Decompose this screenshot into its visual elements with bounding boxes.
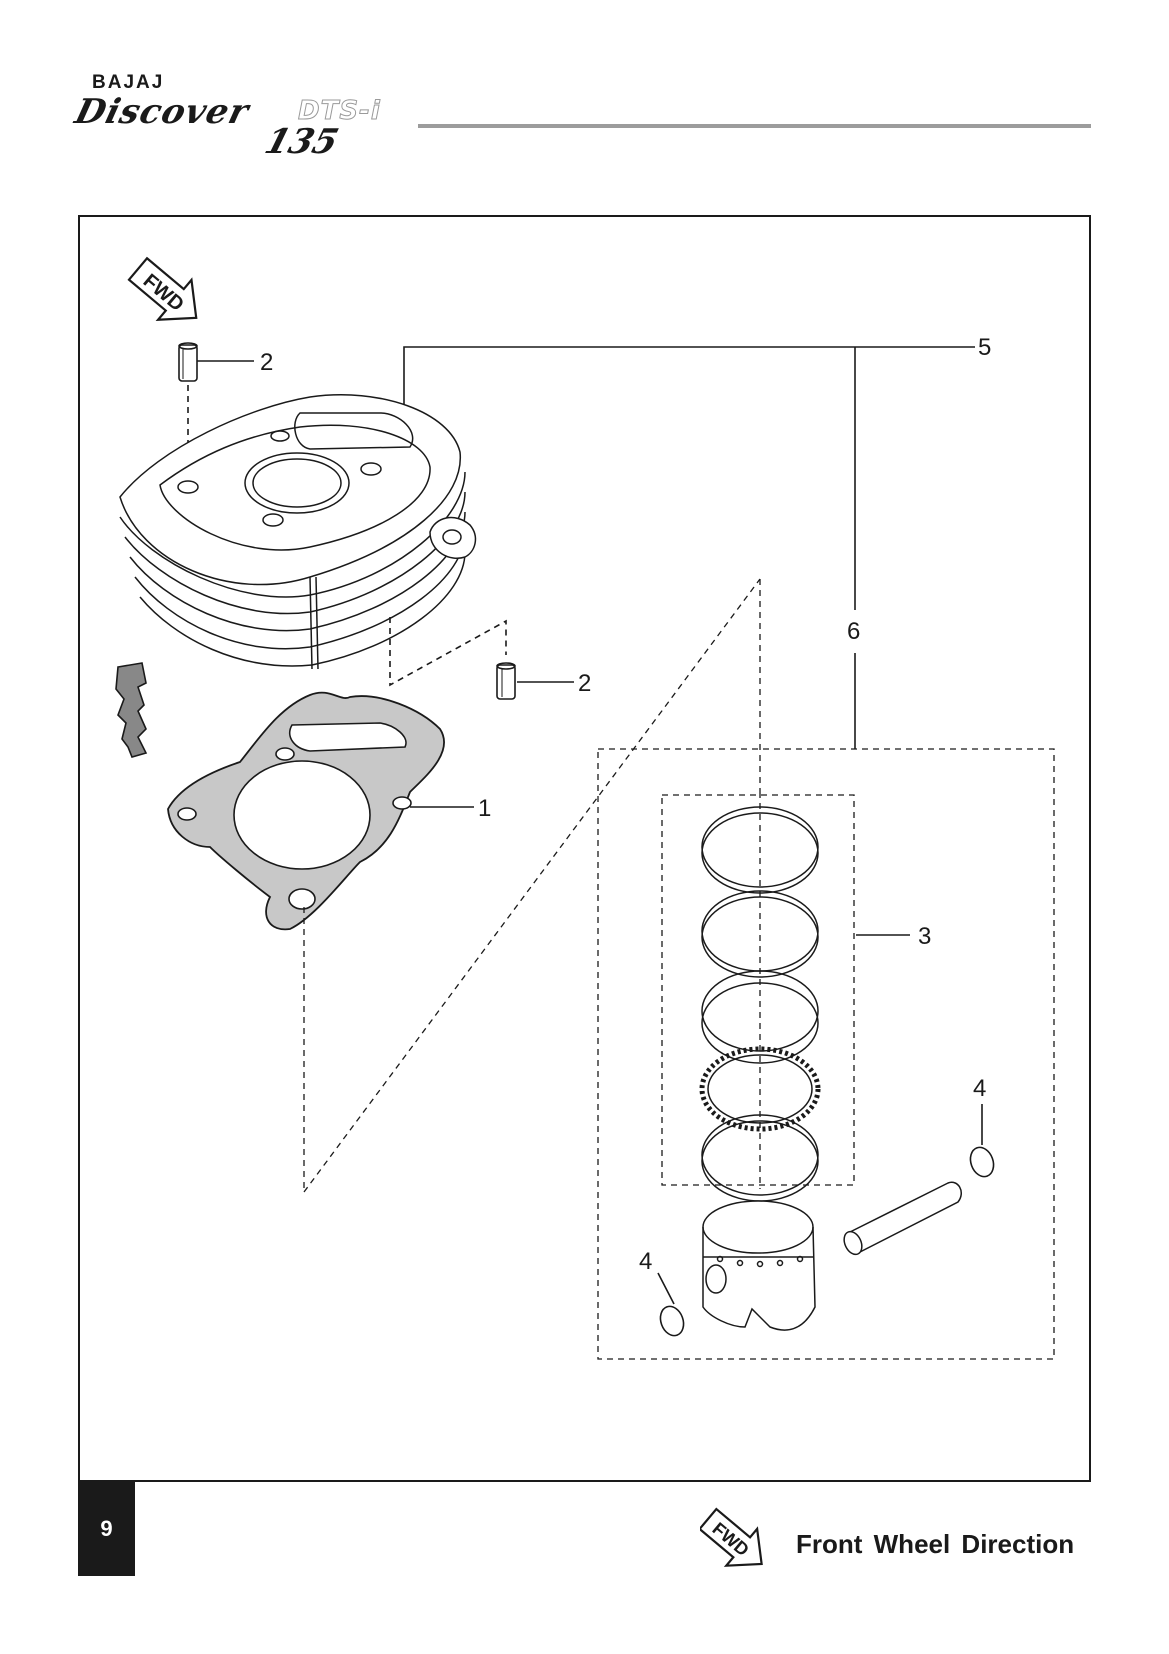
brand-model: Discover	[71, 92, 254, 132]
cylinder-block	[119, 394, 477, 670]
page-number-tab: 9	[78, 1482, 135, 1576]
brand-logo: BAJAJ Discover DTS-i 135	[70, 72, 410, 162]
piston-kit-box	[597, 748, 1055, 1360]
chain-guide-part	[115, 662, 148, 758]
parts-diagram: FWD 2 5 6	[115, 256, 1055, 1360]
callout-1: 1	[478, 795, 491, 822]
dowel-pin-top	[178, 342, 254, 487]
callout-2-top: 2	[260, 349, 273, 376]
kit-bracket	[403, 346, 975, 749]
piston	[702, 1200, 816, 1331]
parts-diagram-frame: FWD 2 5 6	[78, 215, 1091, 1482]
callout-2-bottom: 2	[578, 670, 591, 697]
brand-displacement: 135	[260, 122, 343, 162]
alignment-lines	[303, 578, 761, 1193]
fwd-legend: FWD Front Wheel Direction	[700, 1505, 1100, 1585]
piston-pin	[843, 1181, 962, 1256]
brand-maker: BAJAJ	[92, 72, 165, 93]
callout-6: 6	[847, 618, 860, 645]
callout-4-right: 4	[973, 1075, 986, 1102]
circlip-left	[657, 1272, 685, 1337]
callout-5: 5	[978, 334, 991, 361]
cylinder-gasket	[167, 691, 474, 931]
callout-4-left: 4	[639, 1248, 652, 1275]
page-number: 9	[100, 1516, 113, 1541]
fwd-legend-label: Front Wheel Direction	[796, 1529, 1075, 1559]
circlip-right	[969, 1104, 995, 1178]
fwd-arrow-icon: FWD	[127, 256, 198, 321]
piston-rings	[699, 792, 821, 1202]
dowel-pin-bottom	[389, 617, 574, 700]
fwd-legend-arrow-icon: FWD	[700, 1507, 763, 1567]
callout-3: 3	[918, 923, 931, 950]
brand-variant: DTS-i	[298, 96, 381, 127]
header-rule	[418, 124, 1091, 128]
ring-set-box	[661, 794, 855, 1186]
